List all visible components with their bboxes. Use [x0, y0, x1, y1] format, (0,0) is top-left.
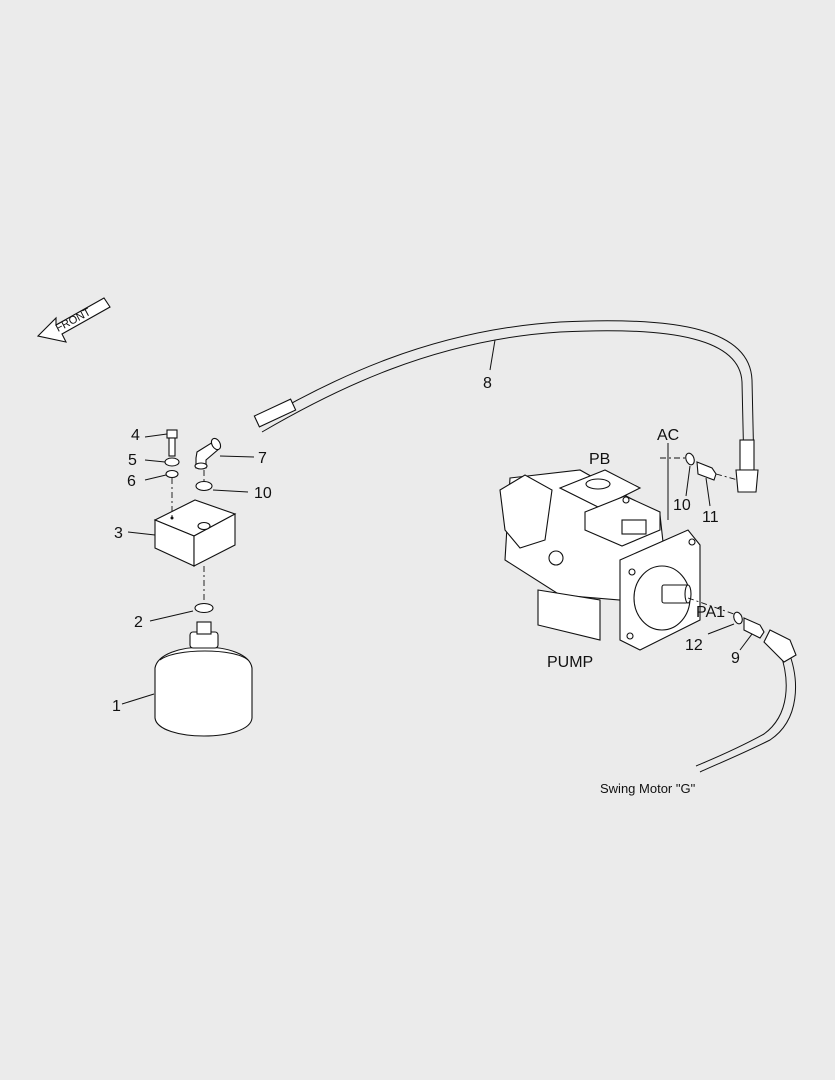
axis-ac-hose [715, 473, 739, 481]
bolt-4 [166, 429, 178, 457]
elbow-fitting-7 [194, 437, 222, 470]
callout-1: 1 [112, 698, 121, 715]
callout-5: 5 [128, 452, 137, 469]
leader-9 [739, 633, 753, 651]
leader-4 [144, 433, 168, 438]
label-pump: PUMP [547, 654, 593, 671]
block-3 [153, 499, 237, 567]
leader-11 [705, 477, 711, 507]
o-ring-12 [733, 611, 743, 625]
hose-8 [253, 320, 759, 493]
washer-5 [164, 457, 180, 467]
leader-12 [707, 623, 735, 635]
callout-4: 4 [131, 427, 140, 444]
callout-3: 3 [114, 525, 123, 542]
port-label-ac: AC [657, 427, 679, 444]
front-arrow: FRONT [36, 297, 111, 343]
leader-5 [144, 459, 166, 463]
leader-10-left [212, 489, 249, 493]
callout-9: 9 [731, 650, 740, 667]
callout-11: 11 [702, 509, 719, 526]
leader-6 [144, 474, 167, 481]
washer-6 [165, 469, 179, 479]
callout-10-left: 10 [254, 485, 272, 502]
callout-2: 2 [134, 614, 143, 631]
callout-6: 6 [127, 473, 136, 490]
o-ring-10-right [685, 452, 695, 466]
label-swing-motor: Swing Motor "G" [600, 781, 696, 796]
o-ring-2 [194, 602, 214, 614]
leader-2 [149, 610, 194, 622]
callout-7: 7 [258, 450, 267, 467]
axis-pa1 [687, 597, 735, 615]
fitting-9 [743, 617, 765, 639]
leader-3 [127, 531, 156, 536]
callout-12: 12 [685, 637, 703, 654]
callout-10-right: 10 [673, 497, 691, 514]
fitting-11 [696, 461, 717, 481]
accumulator-1 [154, 621, 253, 737]
o-ring-10-left [195, 480, 213, 492]
port-label-pa1: PA1 [696, 604, 725, 621]
callout-8: 8 [483, 375, 492, 392]
leader-1 [121, 693, 155, 705]
hose-swing-motor [695, 629, 797, 773]
port-label-pb: PB [589, 451, 610, 468]
leader-10-right [685, 465, 691, 497]
leader-7 [219, 455, 255, 458]
pump [499, 469, 701, 651]
leader-8 [489, 339, 496, 371]
